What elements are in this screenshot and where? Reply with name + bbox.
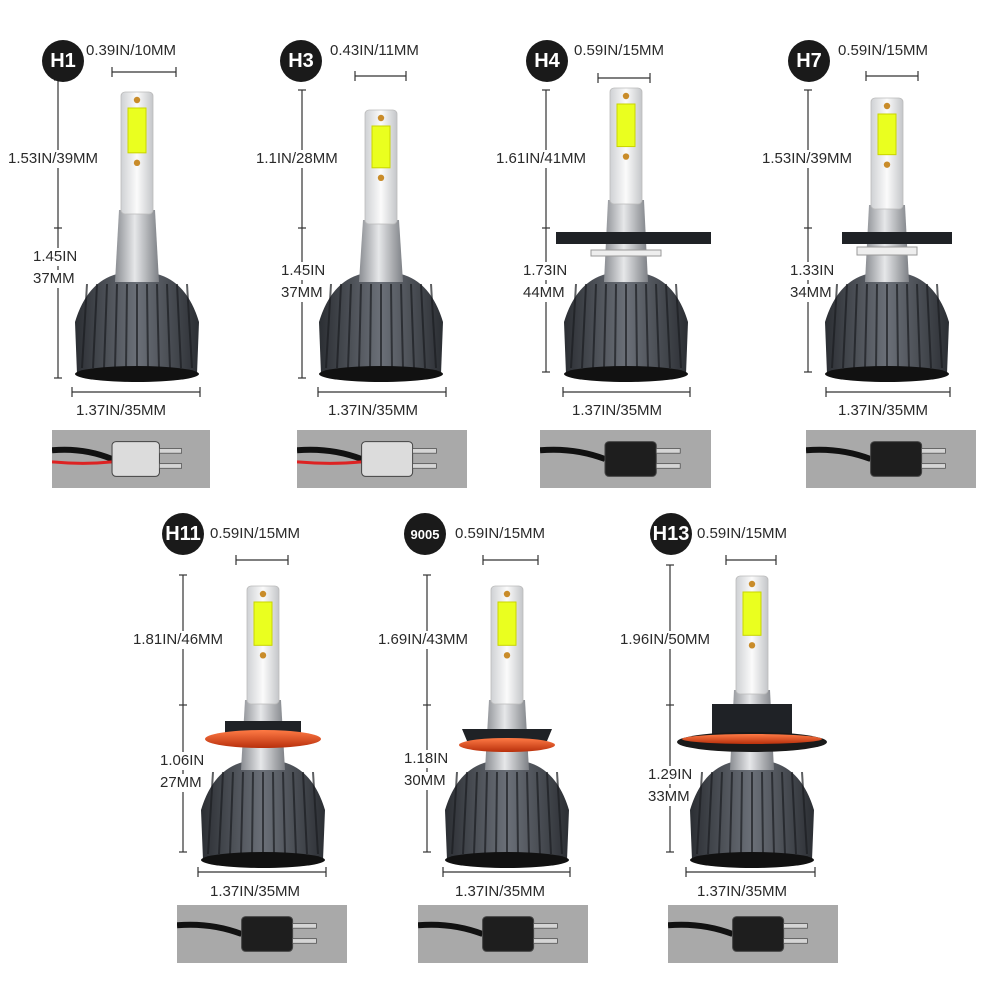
led-bulb-icon (319, 109, 443, 382)
bulb-type-badge: H11 (162, 513, 204, 555)
lower-height-mm-label: 27MM (160, 774, 202, 792)
connector-plug-photo (806, 430, 976, 488)
lower-height-inch-label: 1.06IN (160, 752, 205, 770)
base-width-label: 1.37IN/35MM (328, 402, 419, 419)
top-width-label: 0.43IN/11MM (330, 42, 419, 59)
base-width-label: 1.37IN/35MM (697, 883, 788, 900)
bulb-type-badge: H3 (280, 40, 322, 82)
connector-plug-photo (177, 905, 347, 963)
upper-height-label: 1.96IN/50MM (620, 631, 711, 649)
top-width-label: 0.59IN/15MM (210, 525, 301, 542)
base-width-label: 1.37IN/35MM (76, 402, 167, 419)
lower-height-mm-label: 30MM (404, 772, 446, 790)
upper-height-label: 1.53IN/39MM (8, 150, 99, 168)
bulb-type-badge: 9005 (404, 513, 446, 555)
connector-plug-photo (297, 430, 467, 488)
bulb-type-badge: H1 (42, 40, 84, 82)
lower-height-inch-label: 1.45IN (33, 248, 78, 266)
lower-height-inch-label: 1.29IN (648, 766, 693, 784)
lower-height-inch-label: 1.18IN (404, 750, 449, 768)
led-bulb-icon (556, 87, 711, 382)
base-width-label: 1.37IN/35MM (572, 402, 663, 419)
upper-height-label: 1.61IN/41MM (496, 150, 587, 168)
connector-plug-icon (806, 441, 946, 477)
led-bulb-icon (75, 91, 199, 382)
connector-plug-icon (52, 441, 182, 477)
base-width-label: 1.37IN/35MM (210, 883, 301, 900)
connector-plug-icon (418, 916, 558, 952)
connector-plug-icon (297, 441, 437, 477)
lower-height-inch-label: 1.33IN (790, 262, 835, 280)
top-width-label: 0.39IN/10MM (86, 42, 177, 59)
connector-plug-icon (177, 916, 317, 952)
lower-height-inch-label: 1.45IN (281, 262, 326, 280)
led-bulb-icon (445, 585, 569, 868)
top-width-label: 0.59IN/15MM (574, 42, 665, 59)
upper-height-label: 1.69IN/43MM (378, 631, 469, 649)
bulb-type-badge: H4 (526, 40, 568, 82)
lower-height-mm-label: 44MM (523, 284, 565, 302)
connector-plug-photo (540, 430, 711, 488)
top-width-label: 0.59IN/15MM (697, 525, 788, 542)
led-bulb-icon (825, 97, 952, 382)
bulb-type-badge: H13 (650, 513, 692, 555)
upper-height-label: 1.1IN/28MM (256, 150, 338, 168)
upper-height-label: 1.53IN/39MM (762, 150, 853, 168)
led-bulb-icon (201, 585, 325, 868)
lower-height-mm-label: 34MM (790, 284, 832, 302)
connector-plug-photo (668, 905, 838, 963)
connector-plug-icon (668, 916, 808, 952)
top-width-label: 0.59IN/15MM (455, 525, 546, 542)
connector-plug-icon (540, 441, 681, 477)
base-width-label: 1.37IN/35MM (838, 402, 929, 419)
connector-plug-photo (418, 905, 588, 963)
lower-height-mm-label: 37MM (33, 270, 75, 288)
base-width-label: 1.37IN/35MM (455, 883, 546, 900)
connector-plug-photo (52, 430, 210, 488)
top-width-label: 0.59IN/15MM (838, 42, 929, 59)
lower-height-mm-label: 33MM (648, 788, 690, 806)
lower-height-inch-label: 1.73IN (523, 262, 568, 280)
upper-height-label: 1.81IN/46MM (133, 631, 224, 649)
lower-height-mm-label: 37MM (281, 284, 323, 302)
led-bulb-icon (677, 575, 827, 868)
bulb-type-badge: H7 (788, 40, 830, 82)
